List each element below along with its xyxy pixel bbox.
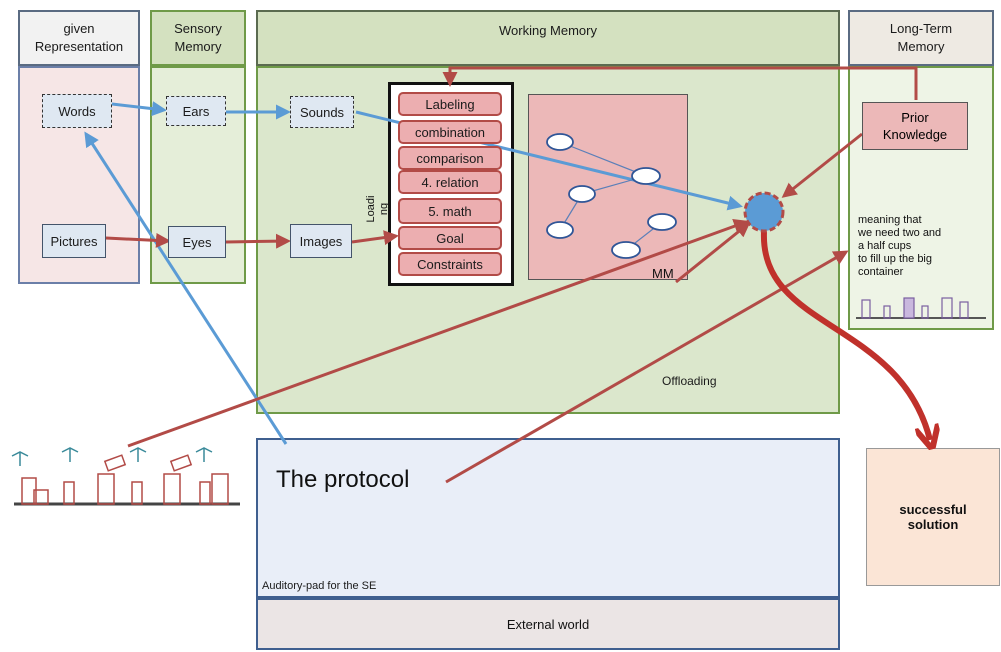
long-term-memory-header: Long-Term Memory [848, 10, 994, 66]
cups-pictogram-ltm [856, 297, 986, 319]
graph-node [631, 167, 661, 185]
eyes-node: Eyes [168, 226, 226, 258]
graph-node [546, 133, 574, 151]
stage-goal: Goal [398, 226, 502, 250]
auditory-pad-label: Auditory-pad for the SE [262, 580, 377, 592]
pourer-icons-left [11, 447, 213, 466]
ears-node: Ears [166, 96, 226, 126]
arrow-protocol-words [84, 131, 288, 445]
cups-pictogram-left [14, 454, 240, 506]
graph-node [568, 185, 596, 203]
graph-node [546, 221, 574, 239]
loading-label: Loadi ng [365, 195, 390, 223]
stage-combination: combination [398, 120, 502, 144]
arrow-cups-center [127, 219, 749, 448]
successful-solution-box: successful solution [866, 448, 1000, 586]
arrow-knowledge-center [781, 132, 863, 198]
protocol-label: The protocol [276, 466, 410, 493]
graph-node [647, 213, 677, 231]
meaning-text: meaning that we need two and a half cups… [858, 214, 942, 278]
arrow-images-loading [351, 230, 399, 246]
arrow-words-ears [111, 101, 167, 117]
sounds-node: Sounds [290, 96, 354, 128]
arrow-protocol-meaning [445, 250, 849, 484]
mental-model-graph [546, 133, 677, 259]
arrow-mm-center [675, 222, 751, 284]
stage-constraints: Constraints [398, 252, 502, 276]
given-representation-header: given Representation [18, 10, 140, 66]
external-world-box: External world [256, 598, 840, 650]
arrow-eyes-images [225, 233, 291, 249]
integration-center [743, 191, 785, 233]
words-node: Words [42, 94, 112, 128]
stage-comparison: comparison [398, 146, 502, 170]
offloading-label: Offloading [662, 374, 717, 388]
arrow-center-solution [760, 231, 930, 440]
mental-model-label: MM [652, 266, 674, 281]
graph-node [611, 241, 641, 259]
arrow-pictures-eyes [105, 232, 171, 248]
arrow-knowledge-stages [442, 66, 918, 100]
stage-math: 5. math [398, 198, 502, 224]
pictures-node: Pictures [42, 224, 106, 258]
images-node: Images [290, 224, 352, 258]
prior-knowledge-node: Prior Knowledge [862, 102, 968, 150]
stage-relation: 4. relation [398, 170, 502, 194]
working-memory-header: Working Memory [256, 10, 840, 66]
sensory-memory-header: Sensory Memory [150, 10, 246, 66]
protocol-area [256, 438, 840, 598]
stage-labeling: Labeling [398, 92, 502, 116]
